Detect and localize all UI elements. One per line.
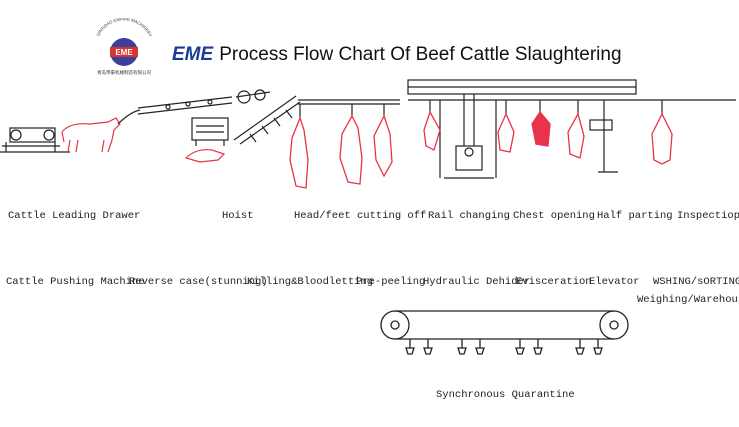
stage-label-pre-peeling: Pre-peeling <box>356 276 426 288</box>
carcass-prepeel <box>339 114 363 185</box>
title-brand: EME <box>172 44 214 65</box>
stage-label-leading-drawer: Cattle Leading Drawer <box>8 210 141 222</box>
logo-band <box>110 47 138 57</box>
carcass-chest-opening <box>497 112 515 153</box>
company-logo: EME QINGDAO EMPIRE MACHINERY CO.,LTD 青岛帝… <box>88 18 154 76</box>
rail-hooks <box>299 100 663 118</box>
stage-label-chest-opening: Chest opening <box>513 210 595 222</box>
logo-chinese-name: 青岛帝豪机械制造有限公司 <box>97 69 151 76</box>
half-parting-station <box>589 100 618 173</box>
leading-drawer-machine <box>0 127 70 153</box>
stage-label-weighing: Weighing/Warehousing <box>637 294 739 306</box>
stage-label-reverse-case: Reverse case(stunning) <box>129 276 268 288</box>
stage-label-washing-sorting: WSHING/sORTING& <box>653 276 739 288</box>
stage-label-inspection: Inspectiop <box>677 210 739 222</box>
carcass-rail-change <box>423 110 441 151</box>
carcass-half-parting <box>567 112 585 159</box>
stage-label-killing: Killing&Bloodletting <box>247 276 374 288</box>
stunned-cattle <box>184 149 226 163</box>
quarantine-trays <box>405 339 603 355</box>
stage-label-elevator: Elevator <box>589 276 640 288</box>
quarantine-conveyor <box>380 310 629 355</box>
carcass-dehider <box>373 114 393 178</box>
carcass-head-feet <box>289 116 309 189</box>
carcass-inspection <box>651 112 673 165</box>
logo-badge-text: EME <box>115 48 133 57</box>
cattle-figure <box>61 117 121 153</box>
hanging-carcasses <box>289 110 673 189</box>
stage-label-half-parting: Half parting <box>597 210 673 222</box>
stage-label-hoist: Hoist <box>222 210 254 222</box>
stunning-box <box>191 117 229 146</box>
quarantine-label: Synchronous Quarantine <box>436 389 575 401</box>
tow-rope <box>117 109 141 125</box>
stage-label-pushing-machine: Cattle Pushing Machine <box>6 276 145 288</box>
stage-label-rail-changing: Rail changing <box>428 210 510 222</box>
stage-label-evisceration: Evisceration <box>516 276 592 288</box>
inclined-rail <box>137 96 233 115</box>
carcass-evisceration <box>531 110 551 147</box>
stage-label-head-feet: Head/feet cutting off <box>294 210 427 222</box>
rail-changing-frame <box>407 79 640 179</box>
stage-label-hydraulic-dehider: Hydraulic Dehider <box>423 276 531 288</box>
title-text: Process Flow Chart Of Beef Cattle Slaugh… <box>219 44 622 65</box>
hoist-conveyor <box>233 89 301 145</box>
